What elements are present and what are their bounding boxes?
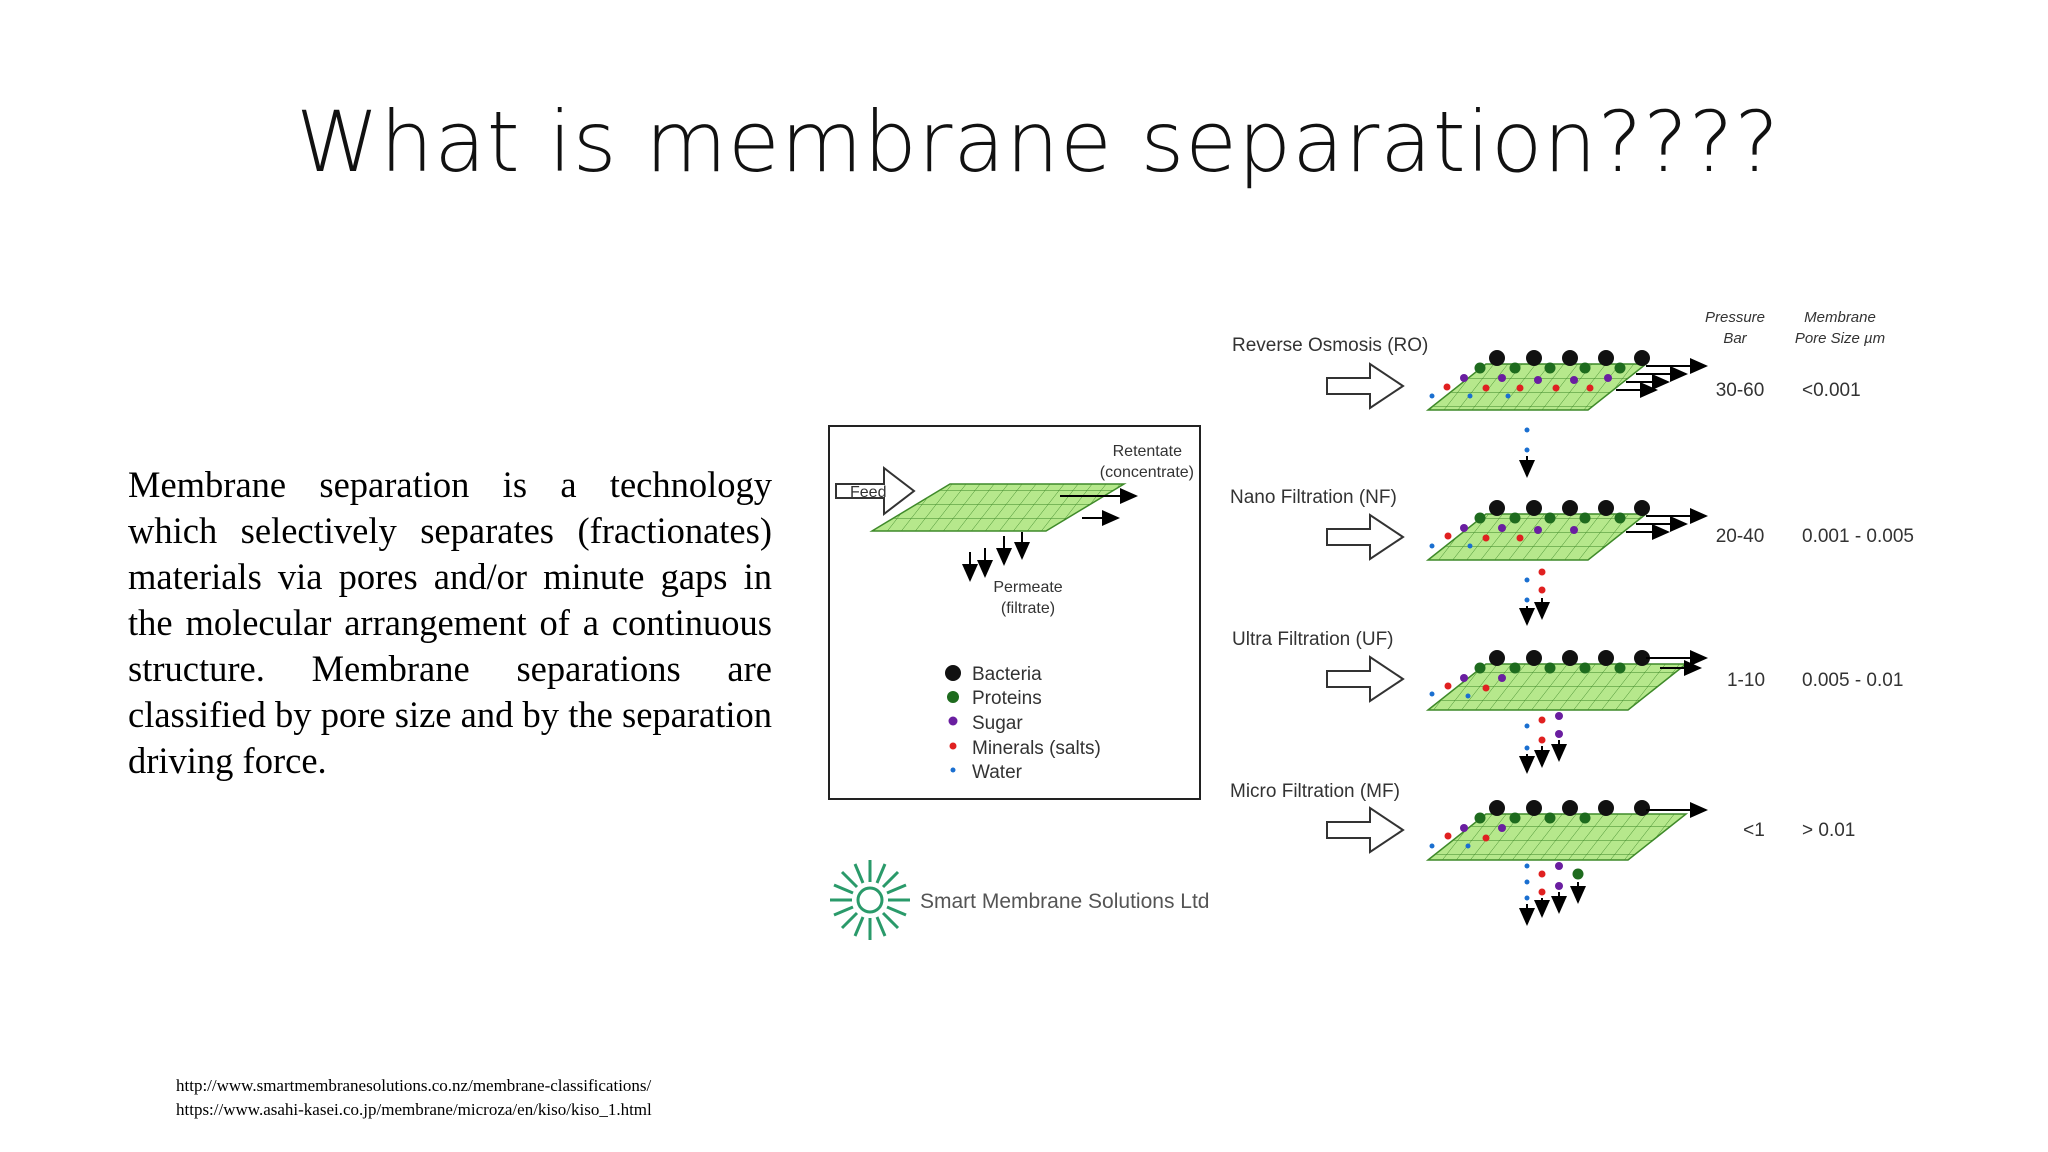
pressure-value: 20-40 [1716, 526, 1765, 547]
references: http://www.smartmembranesolutions.co.nz/… [176, 1074, 652, 1122]
slide-title: What is membrane separation???? [296, 93, 1780, 191]
feed-label: Feed [850, 484, 886, 501]
legend-proteins-dot [947, 691, 959, 703]
pore-header: Membrane [1804, 309, 1876, 326]
membrane-sheet [1425, 663, 1689, 711]
membrane-sheet [1425, 513, 1649, 561]
legend-sugar-dot [948, 716, 958, 726]
legend-label: Minerals (salts) [972, 738, 1101, 759]
reference-link[interactable]: http://www.smartmembranesolutions.co.nz/… [176, 1076, 652, 1095]
retentate-sublabel: (concentrate) [1100, 464, 1194, 481]
pressure-value: 30-60 [1716, 380, 1765, 401]
pressure-value: 1-10 [1727, 670, 1765, 691]
pore-size-value: > 0.01 [1802, 820, 1855, 841]
logo-text: Smart Membrane Solutions Ltd [920, 890, 1209, 913]
feed-arrow-icon [1326, 513, 1405, 561]
pore-size-value: 0.005 - 0.01 [1802, 670, 1903, 691]
process-nf: Nano Filtration (NF) 20-40 0.001 - 0.005 [1230, 487, 1914, 626]
pressure-unit-header: Bar [1723, 330, 1747, 347]
process-name: Micro Filtration (MF) [1230, 781, 1400, 802]
company-logo: Smart Membrane Solutions Ltd [830, 860, 1209, 940]
process-name: Nano Filtration (NF) [1230, 487, 1397, 508]
table-headers: Pressure Bar Membrane Pore Size µm [1705, 309, 1885, 347]
retentate-label: Retentate [1113, 443, 1182, 460]
reference-link[interactable]: https://www.asahi-kasei.co.jp/membrane/m… [176, 1100, 652, 1119]
pore-unit-header: Pore Size µm [1795, 330, 1885, 347]
pore-size-value: <0.001 [1802, 380, 1861, 401]
legend-bacteria-dot [945, 665, 961, 681]
permeate-sublabel: (filtrate) [1001, 600, 1055, 617]
process-mf: Micro Filtration (MF) <1 > 0.01 [1230, 781, 1855, 926]
pressure-header: Pressure [1705, 309, 1765, 326]
permeate-label: Permeate [993, 579, 1062, 596]
feed-arrow-icon [1326, 655, 1405, 703]
process-name: Reverse Osmosis (RO) [1232, 335, 1428, 356]
pressure-value: <1 [1743, 820, 1765, 841]
process-uf: Ultra Filtration (UF) 1-10 0.005 - 0.01 [1232, 629, 1903, 774]
pore-size-value: 0.001 - 0.005 [1802, 526, 1914, 547]
legend-water-dot [950, 767, 956, 773]
membrane-sheet [1425, 363, 1649, 411]
legend: Bacteria Proteins Sugar Minerals (salts)… [945, 664, 1101, 783]
legend-label: Bacteria [972, 664, 1042, 685]
feed-arrow-icon [835, 465, 916, 517]
legend-label: Sugar [972, 713, 1023, 734]
membrane-sheet [1425, 813, 1689, 861]
legend-label: Water [972, 762, 1023, 783]
body-paragraph: Membrane separation is a technology whic… [128, 464, 772, 781]
feed-arrow-icon [1326, 362, 1405, 410]
process-ro: Reverse Osmosis (RO) 30-60 <0.001 [1232, 335, 1861, 478]
process-name: Ultra Filtration (UF) [1232, 629, 1394, 650]
logo-icon [830, 860, 910, 940]
legend-label: Proteins [972, 688, 1042, 709]
feed-arrow-icon [1326, 806, 1405, 854]
schematic-panel: Feed Retentate (concentrate) Permeate (f… [828, 425, 1201, 800]
legend-minerals-dot [949, 742, 957, 750]
